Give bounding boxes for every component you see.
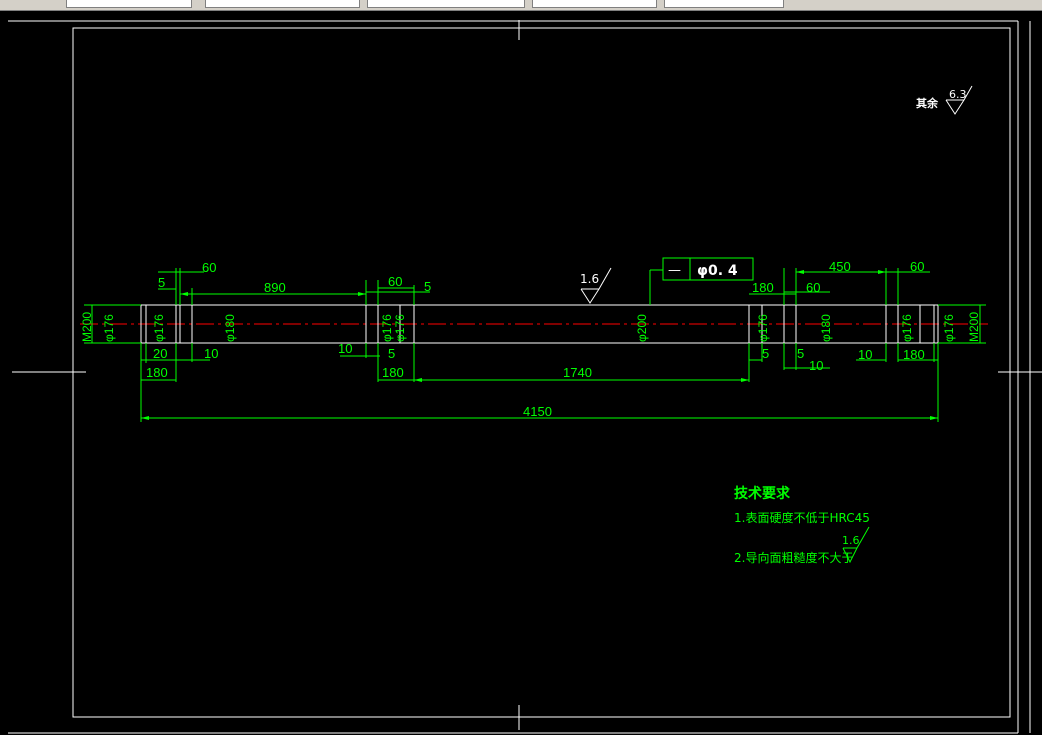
dim-top-8: 450 bbox=[829, 259, 851, 274]
taskbar bbox=[0, 0, 1042, 11]
dim-diam-5: φ176 bbox=[380, 314, 394, 342]
taskbar-tab-5[interactable] bbox=[664, 0, 784, 8]
cad-drawing-canvas[interactable]: — φ0. 4 其余 6.3 1.6 5 60 890 60 5 180 60 … bbox=[0, 10, 1042, 735]
dimension-lines bbox=[84, 268, 986, 422]
dim-overall-length: 4150 bbox=[523, 404, 552, 419]
roughness-shaft-value: 1.6 bbox=[580, 272, 599, 286]
roughness-general-label: 其余 bbox=[916, 96, 939, 110]
dim-bottom-2: 10 bbox=[204, 346, 218, 361]
dim-bottom-1: 20 bbox=[153, 346, 167, 361]
dimension-arrows bbox=[141, 270, 938, 420]
dim-top-1: 5 bbox=[158, 275, 165, 290]
tech-requirement-2: 2.导向面粗糙度不大于 bbox=[734, 550, 853, 565]
roughness-general-value: 6.3 bbox=[949, 88, 967, 101]
center-marks bbox=[12, 20, 1042, 730]
tolerance-frame bbox=[662, 257, 754, 281]
dim-diam-7: φ200 bbox=[635, 314, 649, 342]
dim-bottom-12: 180 bbox=[903, 347, 925, 362]
dim-bottom-9: 5 bbox=[797, 346, 804, 361]
dim-diam-9: φ180 bbox=[819, 314, 833, 342]
dim-diam-2: φ176 bbox=[102, 314, 116, 342]
roughness-symbol-tech bbox=[842, 526, 870, 564]
dim-diam-8: φ176 bbox=[756, 314, 770, 342]
dim-top-4: 60 bbox=[388, 274, 402, 289]
dim-top-6: 180 bbox=[752, 280, 774, 295]
dim-top-5: 5 bbox=[424, 279, 431, 294]
taskbar-tab-1[interactable] bbox=[66, 0, 192, 8]
dim-diam-11: φ176 bbox=[942, 314, 956, 342]
dim-top-2: 60 bbox=[202, 260, 216, 275]
dim-diam-12: M200 bbox=[967, 312, 981, 342]
dim-bottom-8: 5 bbox=[762, 346, 769, 361]
roughness-symbol-general bbox=[945, 85, 973, 115]
sheet-outer-border bbox=[8, 20, 1031, 734]
tolerance-value: φ0. 4 bbox=[697, 263, 738, 279]
dim-top-3: 890 bbox=[264, 280, 286, 295]
dim-bottom-7: 1740 bbox=[563, 365, 592, 380]
dim-bottom-3: 180 bbox=[146, 365, 168, 380]
drawing-frame bbox=[72, 27, 1011, 718]
dim-bottom-11: 10 bbox=[858, 347, 872, 362]
taskbar-tab-2[interactable] bbox=[205, 0, 360, 8]
tech-requirement-1: 1.表面硬度不低于HRC45 bbox=[734, 510, 870, 525]
dim-bottom-4: 10 bbox=[338, 341, 352, 356]
dim-diam-6: φ176 bbox=[393, 314, 407, 342]
dim-diam-1: M200 bbox=[80, 312, 94, 342]
shaft-outline[interactable] bbox=[140, 304, 939, 344]
roughness-symbol-shaft bbox=[580, 267, 612, 304]
taskbar-tab-3[interactable] bbox=[367, 0, 525, 8]
dim-bottom-5: 5 bbox=[388, 346, 395, 361]
tolerance-symbol: — bbox=[668, 263, 681, 278]
dim-top-9: 60 bbox=[910, 259, 924, 274]
tech-requirements-title: 技术要求 bbox=[734, 485, 791, 502]
dim-diam-3: φ176 bbox=[152, 314, 166, 342]
dim-top-7: 60 bbox=[806, 280, 820, 295]
dim-bottom-6: 180 bbox=[382, 365, 404, 380]
dim-diam-10: φ176 bbox=[900, 314, 914, 342]
dim-diam-4: φ180 bbox=[223, 314, 237, 342]
dim-bottom-10: 10 bbox=[809, 358, 823, 373]
taskbar-tab-4[interactable] bbox=[532, 0, 657, 8]
tech-roughness-value: 1.6 bbox=[842, 534, 860, 547]
